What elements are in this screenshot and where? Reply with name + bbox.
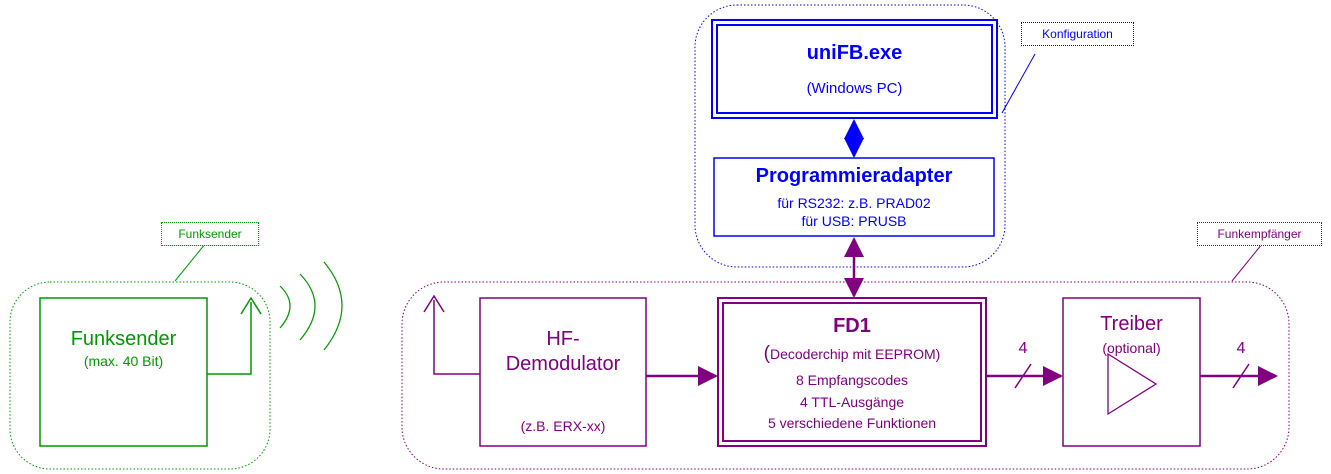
driver-triangle-icon	[1107, 352, 1158, 416]
receiver-antenna-head	[423, 294, 445, 313]
fd1-treiber-bus-slash	[1014, 363, 1032, 389]
treiber-title: Treiber	[1100, 313, 1163, 335]
fd1-line-codes: 8 Empfangscodes	[795, 372, 909, 388]
funksender-label: Funksender	[161, 222, 259, 246]
funksender-callout-line	[174, 243, 206, 282]
radio-wave-3	[323, 261, 343, 351]
treiber-subtitle: (optional)	[1102, 340, 1161, 356]
fd1-line-decoder: (Decoderchip mit EEPROM)	[763, 343, 941, 364]
fd1-line-functions: 5 verschiedene Funktionen	[767, 415, 937, 431]
funkempfaenger-callout-line	[1231, 243, 1263, 282]
hf-box	[479, 297, 647, 447]
treiber-output-bus-slash	[1232, 363, 1250, 389]
fd1-line-outputs: 4 TTL-Ausgänge	[799, 394, 905, 410]
adapter-line-usb: für USB: PRUSB	[801, 213, 907, 229]
radio-wave-2	[299, 273, 316, 341]
hf-title-line1: HF-	[546, 328, 580, 350]
sender-antenna-head	[240, 296, 262, 315]
funkempfaenger-group-frame	[401, 281, 1290, 470]
adapter-line-rs232: für RS232: z.B. PRAD02	[777, 195, 931, 211]
fd1-box-inner	[722, 302, 982, 442]
konfiguration-label: Konfiguration	[1021, 22, 1134, 46]
fd1-treiber-bus-width: 4	[1018, 340, 1028, 357]
adapter-title: Programmieradapter	[755, 165, 953, 187]
fd1-box-outer	[717, 297, 987, 447]
unifb-box-inner	[716, 24, 993, 114]
hf-title-line2: Demodulator	[505, 353, 621, 375]
funkempfaenger-label: Funkempfänger	[1197, 222, 1322, 246]
konfiguration-callout-line	[1001, 53, 1036, 114]
radio-wave-1	[279, 285, 291, 329]
sender-subtitle: (max. 40 Bit)	[83, 353, 164, 369]
fd1-line-decoder-text: Decoderchip mit EEPROM)	[769, 346, 941, 362]
adapter-box	[713, 157, 995, 237]
unifb-box-outer	[711, 19, 998, 119]
sender-title: Funksender	[70, 328, 177, 350]
receiver-antenna	[433, 300, 480, 375]
sender-antenna	[207, 302, 252, 375]
hf-note: (z.B. ERX-xx)	[520, 418, 606, 434]
fd1-title: FD1	[833, 315, 871, 337]
treiber-output-bus-width: 4	[1236, 340, 1246, 357]
unifb-subtitle: (Windows PC)	[806, 80, 903, 97]
unifb-title: uniFB.exe	[806, 42, 903, 64]
treiber-box	[1062, 297, 1201, 447]
sender-box	[39, 297, 208, 447]
